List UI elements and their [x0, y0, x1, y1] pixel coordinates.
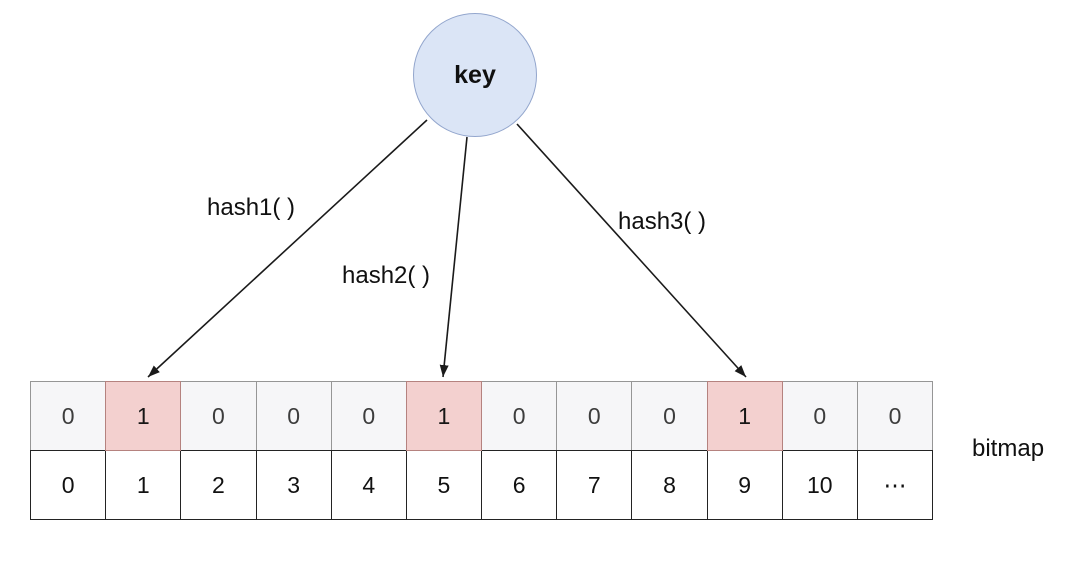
- hash1-arrow: [147, 119, 428, 378]
- bit-cell: 0: [856, 381, 934, 451]
- index-cell: 0: [30, 450, 107, 520]
- hash1-label: hash1( ): [207, 194, 296, 221]
- bitmap-column: 0 0: [30, 381, 107, 520]
- key-node: key: [413, 13, 537, 137]
- hash3-label: hash3( ): [618, 208, 707, 235]
- bitmap-column: 1 5: [405, 381, 483, 520]
- bit-cell: 1: [105, 381, 182, 451]
- index-cell: 6: [481, 450, 558, 520]
- bitmap-column: 1 9: [706, 381, 783, 520]
- index-cell: 2: [180, 450, 257, 520]
- index-cell: 4: [330, 450, 407, 520]
- bitmap-column: 1 1: [105, 381, 182, 520]
- index-cell: ⋯: [856, 450, 934, 520]
- bitmap-column: 0 ⋯: [856, 381, 934, 520]
- bitmap-column: 0 8: [631, 381, 708, 520]
- bit-cell: 0: [781, 381, 858, 451]
- hash2-arrow: [439, 136, 468, 378]
- bit-cell: 0: [180, 381, 257, 451]
- index-cell: 7: [556, 450, 633, 520]
- index-cell: 5: [405, 450, 483, 520]
- bitmap-label: bitmap: [972, 435, 1045, 462]
- bit-cell: 0: [481, 381, 558, 451]
- bit-cell: 0: [330, 381, 407, 451]
- index-cell: 10: [781, 450, 858, 520]
- bit-cell: 0: [30, 381, 107, 451]
- bitmap-table: 0 0 1 1 0 2 0 3 0 4 1 5 0 6 0 7: [30, 381, 934, 520]
- hash2-label: hash2( ): [342, 262, 431, 289]
- hash3-arrow: [516, 123, 747, 378]
- bitmap-column: 0 2: [180, 381, 257, 520]
- bitmap-column: 0 6: [481, 381, 558, 520]
- index-cell: 8: [631, 450, 708, 520]
- bitmap-column: 0 3: [255, 381, 332, 520]
- bitmap-column: 0 7: [556, 381, 633, 520]
- bit-cell: 0: [631, 381, 708, 451]
- bit-cell: 1: [405, 381, 483, 451]
- bitmap-column: 0 4: [330, 381, 407, 520]
- key-node-label: key: [454, 60, 496, 89]
- index-cell: 1: [105, 450, 182, 520]
- bit-cell: 0: [255, 381, 332, 451]
- bit-cell: 1: [706, 381, 783, 451]
- index-cell: 3: [255, 450, 332, 520]
- bit-cell: 0: [556, 381, 633, 451]
- index-cell: 9: [706, 450, 783, 520]
- bitmap-column: 0 10: [781, 381, 858, 520]
